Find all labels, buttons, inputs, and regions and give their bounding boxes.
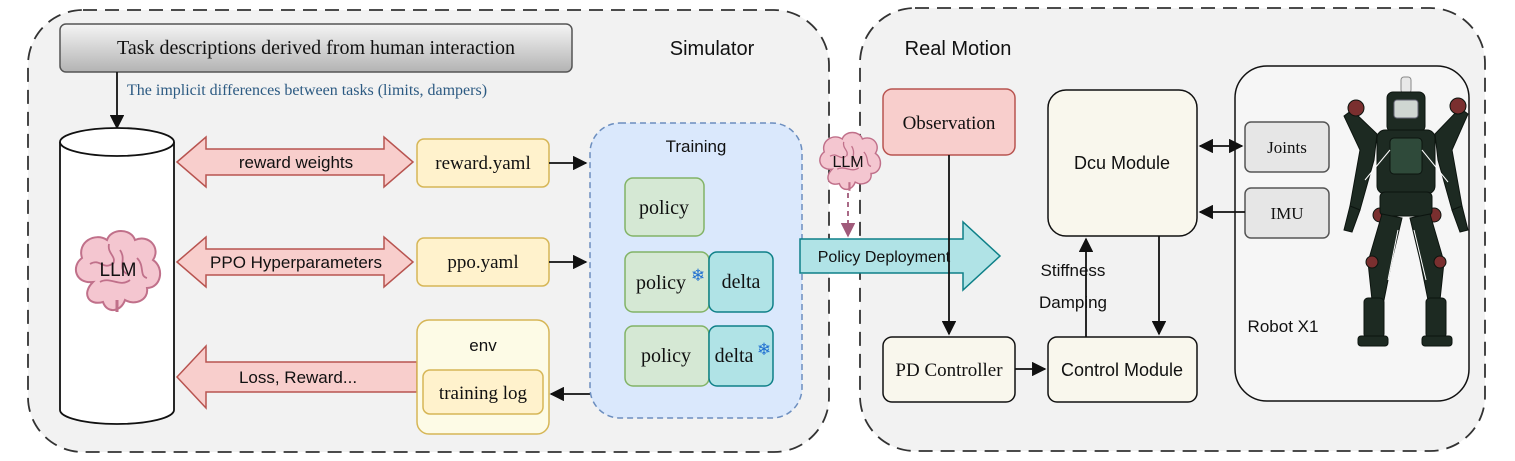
delta-block-2 [708, 251, 774, 313]
bridge-llm-label: LLM [832, 154, 863, 171]
task-description-box: Task descriptions derived from human int… [59, 23, 573, 73]
policy-deployment-arrow: Policy Deployment [799, 220, 1002, 292]
reward-weights-label: reward weights [239, 153, 353, 172]
observation-box: Observation [882, 88, 1016, 156]
policy-label-2: policy [636, 272, 686, 294]
delta-label-2: delta [722, 271, 761, 293]
joints-label: Joints [1267, 138, 1307, 157]
env-box: env training log [416, 319, 550, 435]
observation-label: Observation [903, 113, 996, 134]
implicit-differences-note: The implicit differences between tasks (… [127, 82, 487, 99]
delta-label-3: delta [715, 345, 754, 367]
dcu-module-box: Dcu Module [1047, 89, 1198, 237]
frozen-snowflake-icon-1: ❄ [691, 266, 705, 285]
imu-label: IMU [1270, 204, 1303, 223]
imu-box: IMU [1244, 187, 1330, 239]
pd-controller-box: PD Controller [882, 336, 1016, 403]
control-module-box: Control Module [1047, 336, 1198, 403]
delta-block-3 [708, 325, 774, 387]
policy-deployment-label: Policy Deployment [818, 249, 951, 266]
robot-x1-label: Robot X1 [1248, 317, 1319, 336]
llm-label: LLM [100, 260, 137, 281]
reward-weights-arrow: reward weights [175, 135, 415, 189]
training-label: Training [666, 137, 727, 156]
training-group: Training policy policy ❄ delta policy de… [589, 122, 803, 419]
ppo-hyperparameters-arrow: PPO Hyperparameters [175, 235, 415, 289]
policy-block-1 [624, 177, 705, 237]
robot-x1-illustration [1343, 76, 1469, 347]
real-motion-title: Real Motion [905, 38, 1012, 60]
training-log-label: training log [439, 383, 528, 404]
stiffness-label: Stiffness [1041, 261, 1106, 280]
frozen-snowflake-icon-2: ❄ [757, 340, 771, 359]
ppo-yaml-label: ppo.yaml [447, 252, 518, 273]
policy-label-3: policy [641, 345, 691, 367]
env-label: env [469, 336, 497, 355]
joints-box: Joints [1244, 121, 1330, 173]
policy-label-1: policy [639, 197, 689, 219]
pd-controller-label: PD Controller [895, 360, 1003, 381]
control-module-label: Control Module [1061, 360, 1183, 380]
training-log-box [422, 369, 544, 415]
dcu-module-label: Dcu Module [1074, 153, 1170, 173]
simulator-title: Simulator [670, 38, 755, 60]
reward-yaml-box: reward.yaml [416, 138, 550, 188]
loss-reward-label: Loss, Reward... [239, 368, 357, 387]
task-description-label: Task descriptions derived from human int… [117, 37, 515, 59]
damping-label: Damping [1039, 293, 1107, 312]
reward-yaml-label: reward.yaml [435, 153, 530, 174]
ppo-hyperparameters-label: PPO Hyperparameters [210, 253, 382, 272]
ppo-yaml-box: ppo.yaml [416, 237, 550, 287]
